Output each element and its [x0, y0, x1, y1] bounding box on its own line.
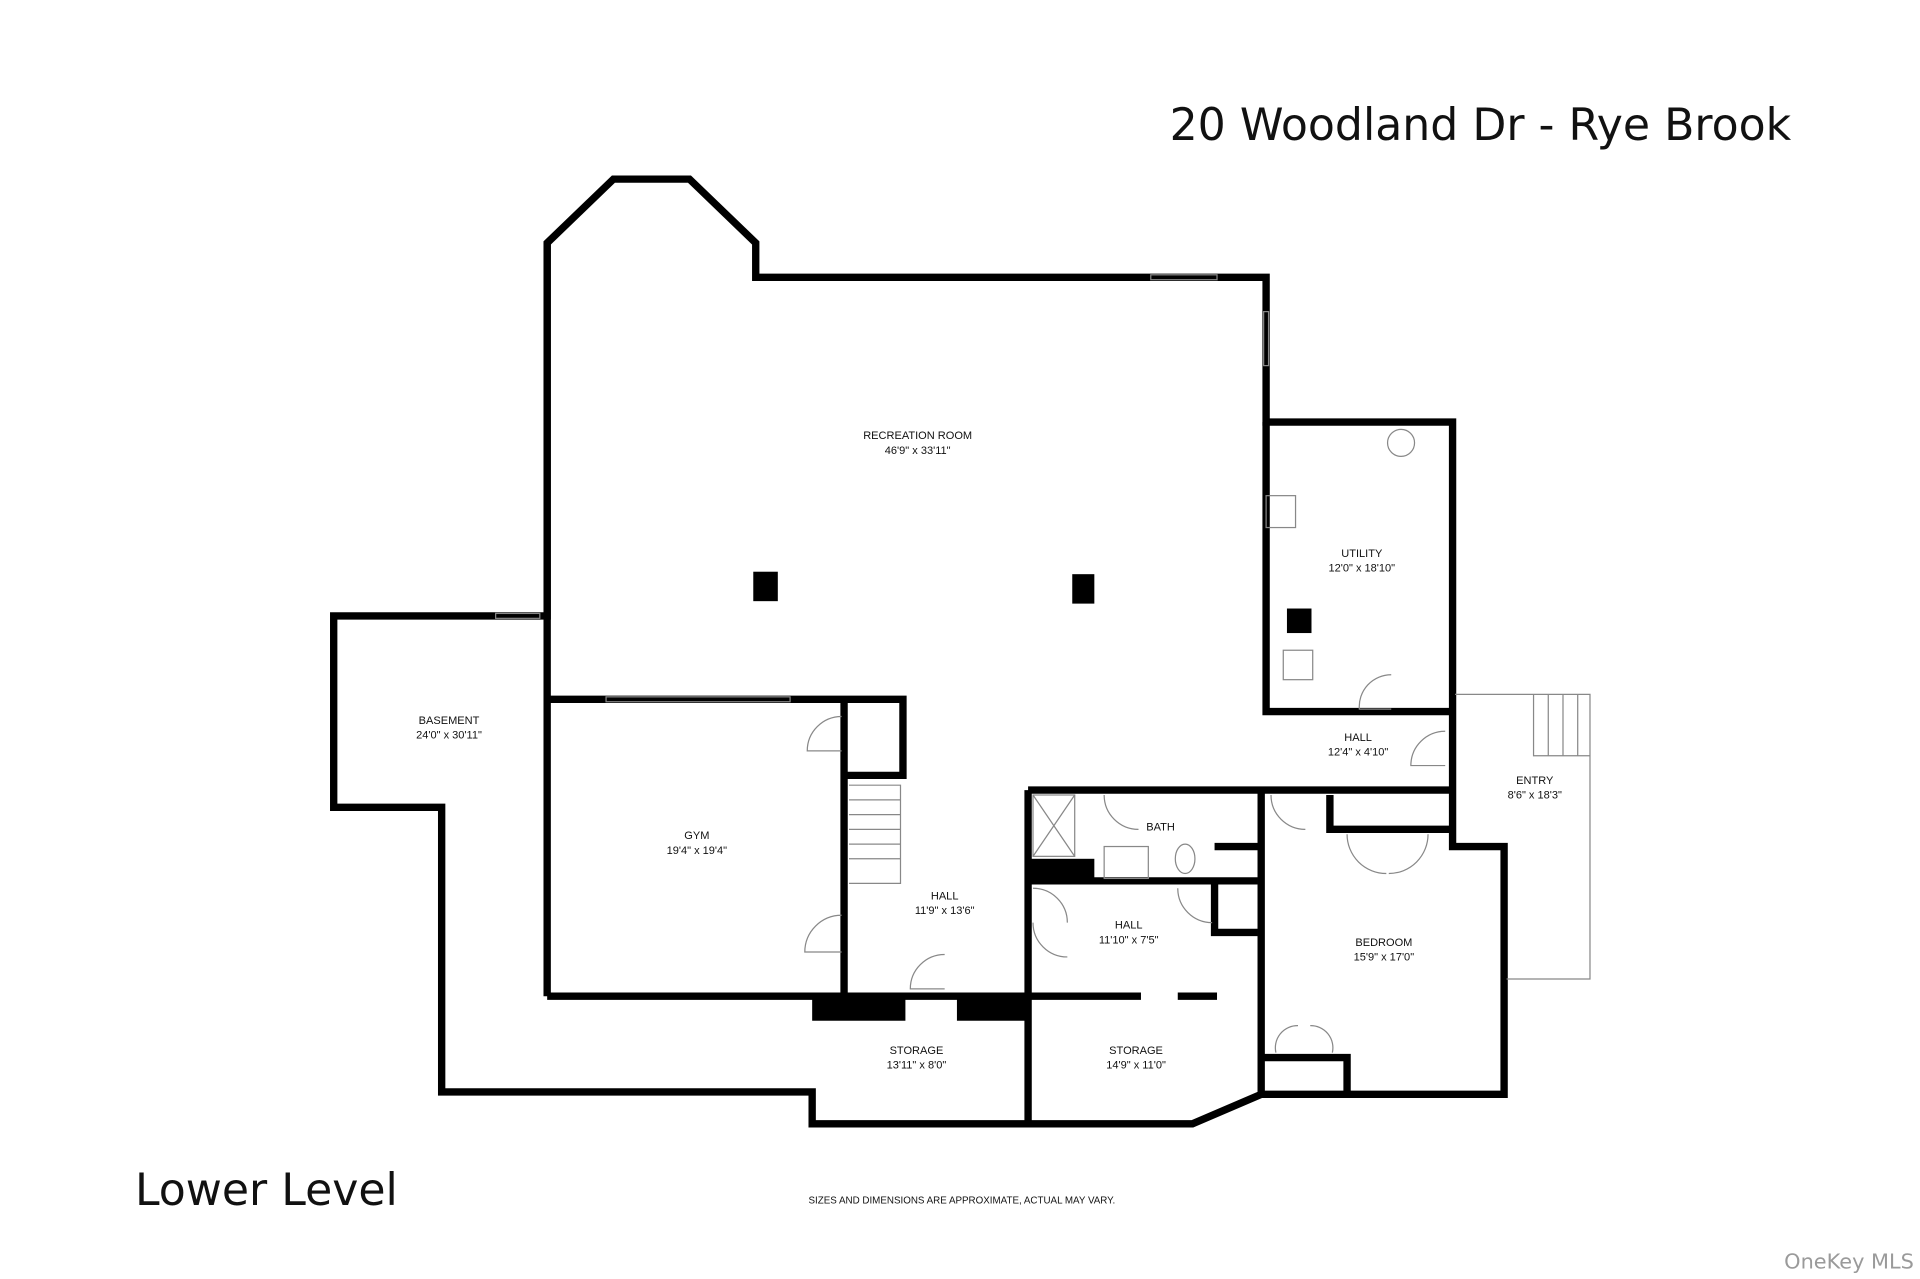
disclaimer: SIZES AND DIMENSIONS ARE APPROXIMATE, AC… [808, 1196, 1115, 1207]
room-gym: GYM 19'4" x 19'4" [667, 830, 728, 857]
svg-text:BATH: BATH [1146, 822, 1175, 834]
svg-text:11'10" x 7'5": 11'10" x 7'5" [1099, 934, 1159, 946]
svg-text:11'9" x 13'6": 11'9" x 13'6" [915, 905, 975, 917]
level-label: Lower Level [135, 1165, 398, 1216]
room-labels: RECREATION ROOM 46'9" x 33'11" UTILITY 12'… [416, 430, 1562, 1071]
plan-title: 20 Woodland Dr - Rye Brook [1170, 100, 1792, 151]
solid-blocks [753, 571, 1312, 1021]
svg-text:24'0" x 30'11": 24'0" x 30'11" [416, 730, 482, 742]
room-storage-left: STORAGE 13'11" x 8'0" [887, 1045, 947, 1072]
svg-text:15'9" x 17'0": 15'9" x 17'0" [1354, 952, 1415, 964]
room-bedroom: BEDROOM 15'9" x 17'0" [1354, 937, 1415, 964]
column [1286, 608, 1312, 634]
svg-text:UTILITY: UTILITY [1341, 548, 1383, 560]
room-bath: BATH [1146, 822, 1175, 834]
walls [330, 175, 1508, 1128]
svg-text:GYM: GYM [684, 830, 709, 842]
svg-text:BEDROOM: BEDROOM [1355, 937, 1412, 949]
svg-text:46'9" x 33'11": 46'9" x 33'11" [885, 445, 951, 457]
svg-text:14'9" x 11'0": 14'9" x 11'0" [1106, 1060, 1166, 1072]
room-hall-upper: HALL 12'4" x 4'10" [1328, 732, 1389, 759]
svg-text:HALL: HALL [1115, 920, 1143, 932]
room-entry: ENTRY 8'6" x 18'3" [1508, 775, 1562, 802]
water-heater-icon [1386, 428, 1416, 458]
svg-text:STORAGE: STORAGE [890, 1045, 944, 1057]
svg-text:ENTRY: ENTRY [1516, 775, 1554, 787]
svg-text:12'4" x 4'10": 12'4" x 4'10" [1328, 747, 1389, 759]
door-swing [804, 674, 1446, 1053]
svg-text:BASEMENT: BASEMENT [419, 715, 480, 727]
room-basement: BASEMENT 24'0" x 30'11" [416, 715, 482, 742]
column [1072, 574, 1095, 604]
svg-text:13'11" x 8'0": 13'11" x 8'0" [887, 1060, 947, 1072]
svg-text:HALL: HALL [931, 890, 959, 902]
svg-text:HALL: HALL [1344, 732, 1372, 744]
room-hall-small: HALL 11'10" x 7'5" [1099, 920, 1159, 947]
svg-text:STORAGE: STORAGE [1109, 1045, 1163, 1057]
svg-text:12'0" x 18'10": 12'0" x 18'10" [1328, 563, 1395, 575]
svg-text:8'6" x 18'3": 8'6" x 18'3" [1508, 790, 1562, 802]
svg-text:RECREATION ROOM: RECREATION ROOM [863, 430, 972, 442]
fixtures [495, 274, 1591, 1053]
room-hall-center: HALL 11'9" x 13'6" [915, 890, 975, 917]
room-recreation: RECREATION ROOM 46'9" x 33'11" [863, 430, 972, 457]
room-storage-right: STORAGE 14'9" x 11'0" [1106, 1045, 1166, 1072]
room-utility: UTILITY 12'0" x 18'10" [1328, 548, 1395, 575]
watermark: OneKey MLS [1784, 1250, 1914, 1274]
column [753, 571, 778, 602]
svg-text:19'4" x 19'4": 19'4" x 19'4" [667, 845, 728, 857]
